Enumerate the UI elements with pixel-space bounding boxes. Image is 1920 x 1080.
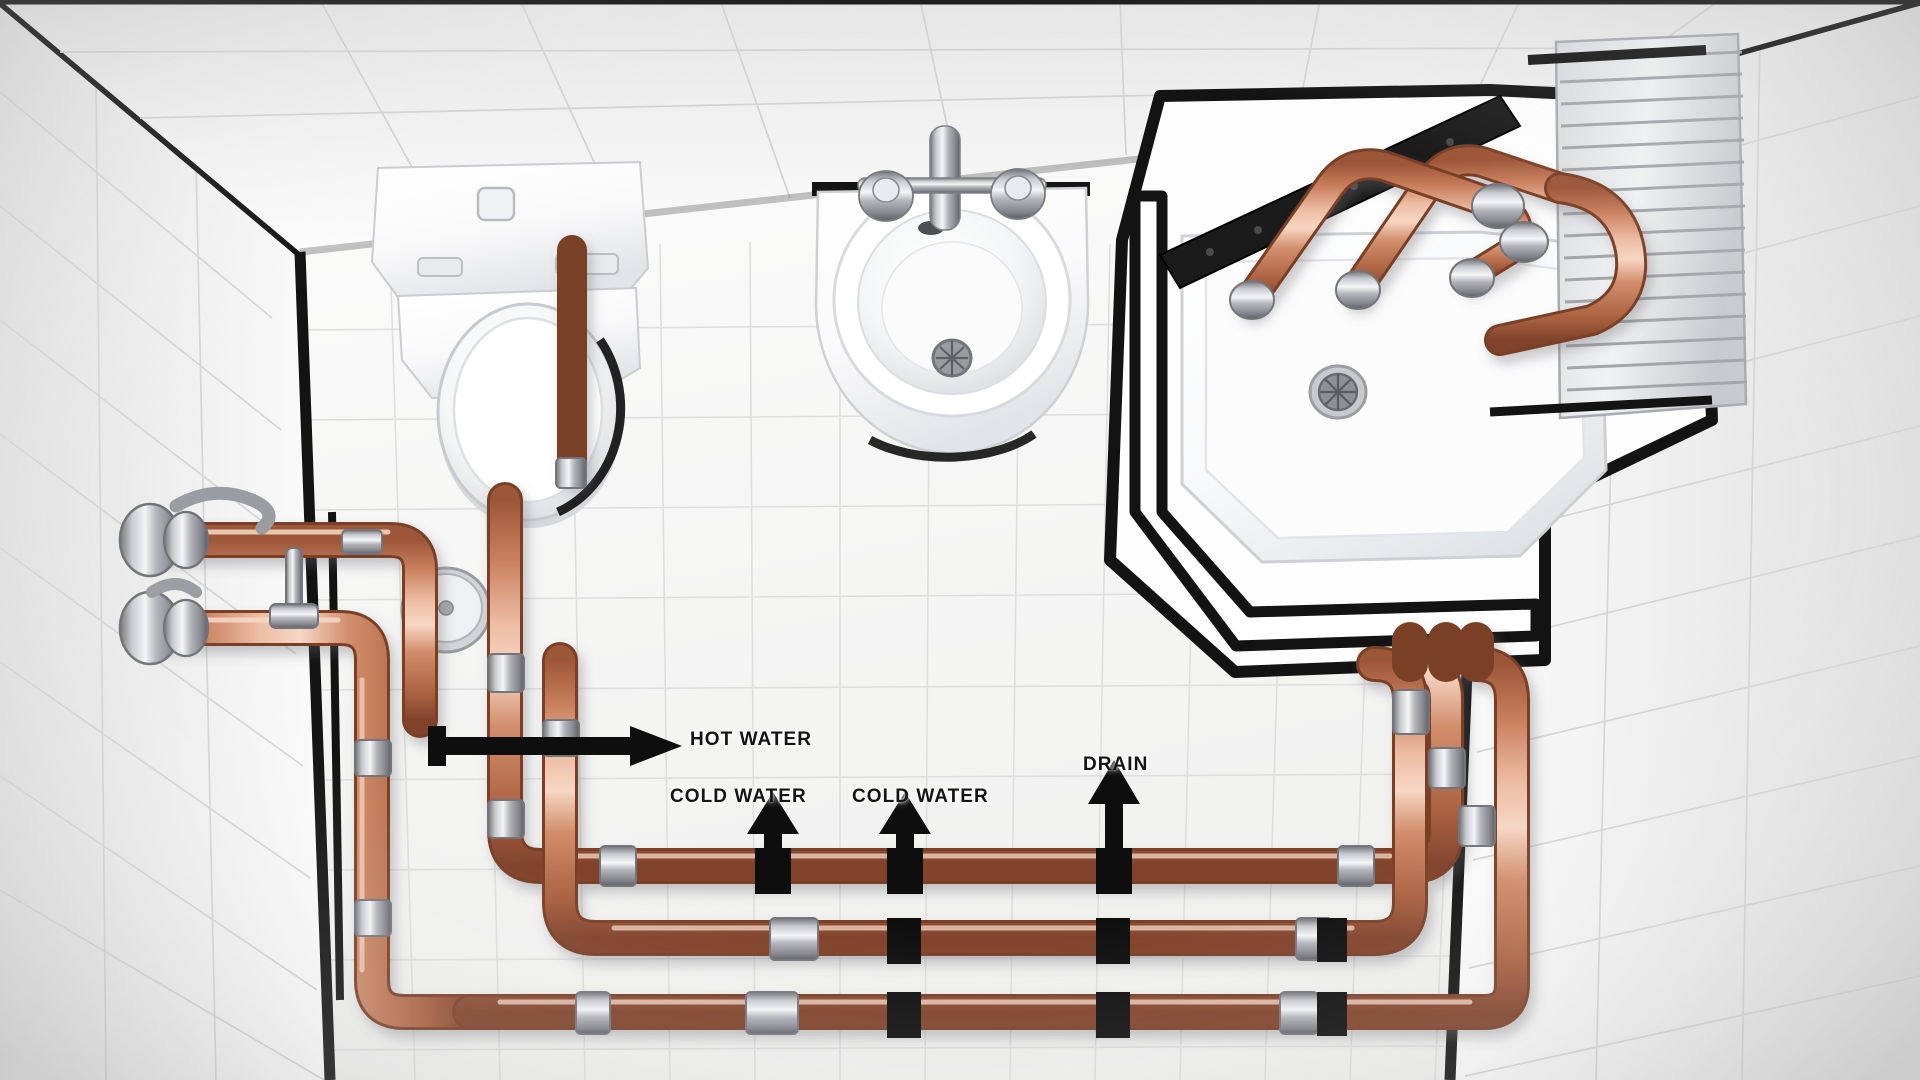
label-cold-water-2: COLD WATER — [852, 786, 989, 807]
hot-water-arrow — [428, 726, 682, 766]
label-cold-water-1: COLD WATER — [670, 786, 807, 807]
pipe-markers — [887, 918, 1347, 1038]
label-hot-water: HOT WATER — [690, 729, 812, 750]
label-drain: DRAIN — [1083, 754, 1149, 775]
callout-arrows — [428, 726, 1347, 1038]
drain-arrow — [1088, 760, 1140, 894]
